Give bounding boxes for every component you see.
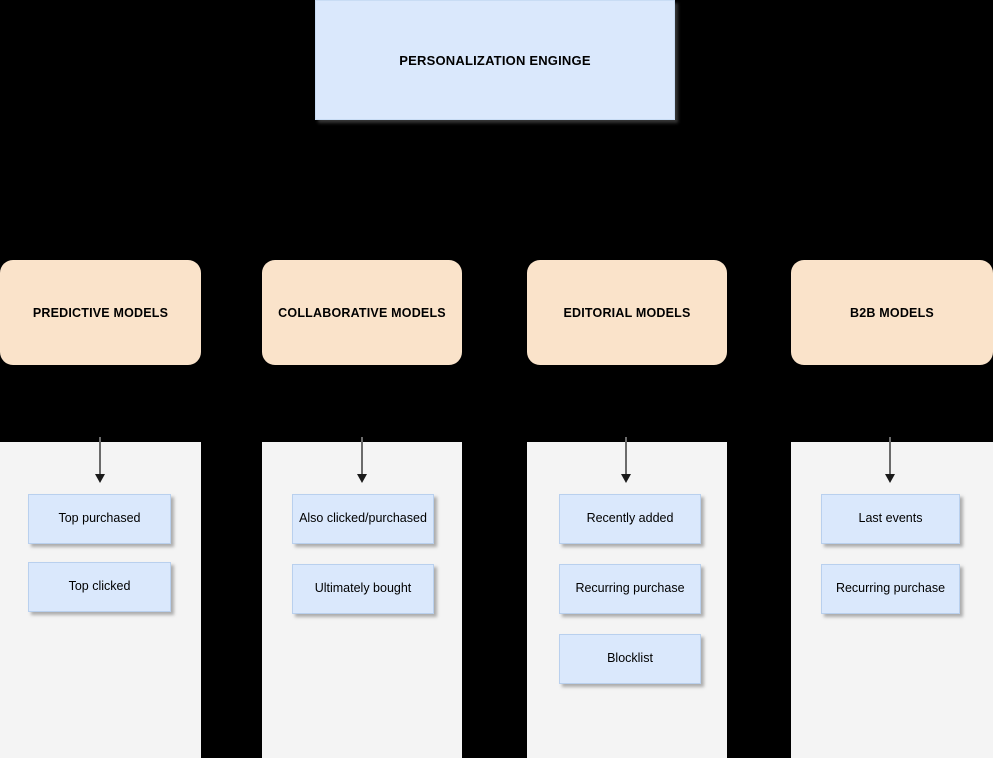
arrow-head-icon	[885, 474, 895, 483]
leaf-label-recurring-purchase-editorial: Recurring purchase	[575, 581, 685, 596]
arrow-line	[361, 437, 363, 474]
leaf-node-last-events[interactable]: Last events	[821, 494, 960, 544]
leaf-label-recently-added: Recently added	[586, 511, 674, 526]
leaf-label-top-clicked: Top clicked	[68, 579, 131, 594]
arrow-b2b-to-leaves	[884, 437, 896, 483]
leaf-node-top-purchased[interactable]: Top purchased	[28, 494, 171, 544]
category-label-collaborative: COLLABORATIVE MODELS	[278, 305, 446, 320]
category-node-b2b[interactable]: B2B MODELS	[791, 260, 993, 365]
leaf-node-also-clicked-purchased[interactable]: Also clicked/purchased	[292, 494, 434, 544]
arrow-line	[625, 437, 627, 474]
arrow-line	[889, 437, 891, 474]
leaf-node-blocklist[interactable]: Blocklist	[559, 634, 701, 684]
leaf-label-blocklist: Blocklist	[607, 651, 653, 666]
leaf-node-top-clicked[interactable]: Top clicked	[28, 562, 171, 612]
leaf-label-last-events: Last events	[858, 511, 923, 526]
leaf-label-ultimately-bought: Ultimately bought	[314, 581, 412, 596]
arrow-head-icon	[357, 474, 367, 483]
leaf-label-also-clicked-purchased: Also clicked/purchased	[299, 511, 427, 526]
personalization-engine-node[interactable]: PERSONALIZATION ENGINGE	[315, 0, 675, 120]
leaf-label-top-purchased: Top purchased	[58, 511, 141, 526]
category-node-collaborative[interactable]: COLLABORATIVE MODELS	[262, 260, 462, 365]
leaf-node-recently-added[interactable]: Recently added	[559, 494, 701, 544]
arrow-collaborative-to-leaves	[356, 437, 368, 483]
arrow-predictive-to-leaves	[94, 437, 106, 483]
arrow-editorial-to-leaves	[620, 437, 632, 483]
leaf-node-ultimately-bought[interactable]: Ultimately bought	[292, 564, 434, 614]
arrow-head-icon	[621, 474, 631, 483]
arrow-head-icon	[95, 474, 105, 483]
category-node-editorial[interactable]: EDITORIAL MODELS	[527, 260, 727, 365]
leaf-node-recurring-purchase-editorial[interactable]: Recurring purchase	[559, 564, 701, 614]
leaf-label-recurring-purchase-b2b: Recurring purchase	[835, 581, 946, 596]
leaf-node-recurring-purchase-b2b[interactable]: Recurring purchase	[821, 564, 960, 614]
category-node-predictive[interactable]: PREDICTIVE MODELS	[0, 260, 201, 365]
category-label-predictive: PREDICTIVE MODELS	[32, 305, 169, 320]
personalization-engine-label: PERSONALIZATION ENGINGE	[399, 52, 591, 68]
category-label-b2b: B2B MODELS	[850, 305, 934, 320]
category-label-editorial: EDITORIAL MODELS	[563, 305, 691, 320]
arrow-line	[99, 437, 101, 474]
